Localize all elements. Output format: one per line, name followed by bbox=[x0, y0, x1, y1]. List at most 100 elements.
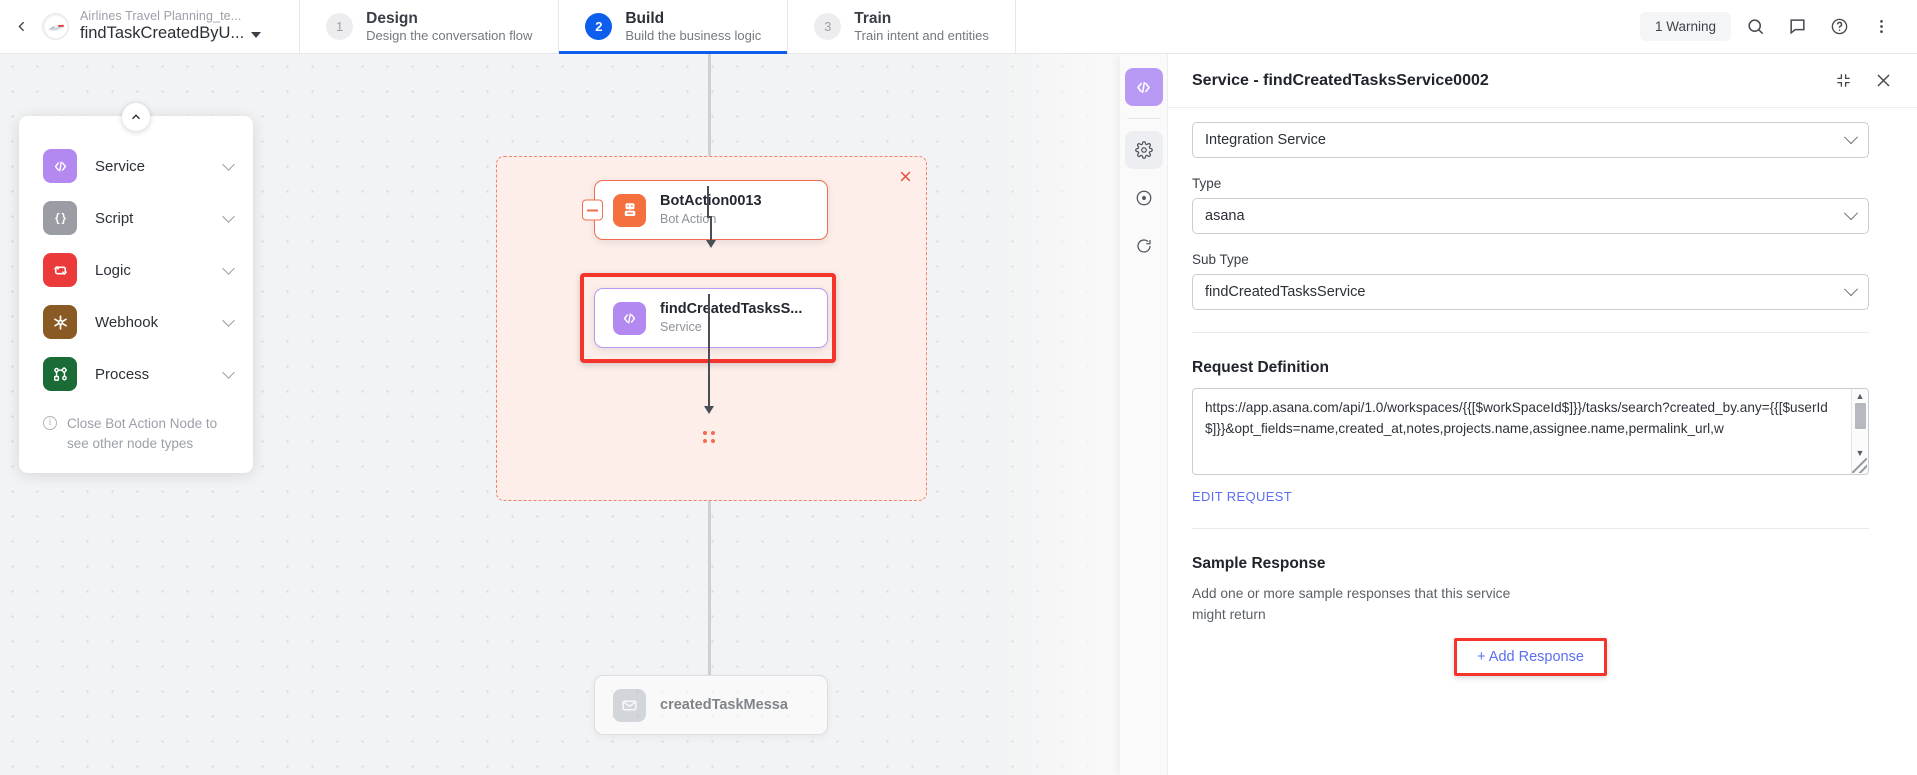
step-number: 3 bbox=[814, 13, 842, 40]
connector-incoming bbox=[708, 54, 711, 170]
sample-response-title: Sample Response bbox=[1192, 555, 1326, 572]
service-properties-panel: Service - findCreatedTasksService0002 In bbox=[1120, 54, 1917, 775]
chevron-down-icon[interactable] bbox=[251, 31, 262, 38]
target-icon bbox=[1136, 190, 1151, 206]
panel-header: Service - findCreatedTasksService0002 bbox=[1168, 54, 1917, 108]
resize-grip[interactable] bbox=[1852, 458, 1867, 473]
top-bar: Airlines Travel Planning_te... findTaskC… bbox=[0, 0, 1917, 54]
info-icon: i bbox=[43, 416, 57, 430]
gear-icon bbox=[1134, 141, 1153, 159]
close-icon bbox=[1876, 74, 1890, 87]
node-subtitle: Service bbox=[660, 320, 702, 335]
add-response-highlight: + Add Response bbox=[1454, 638, 1607, 677]
group-close-button[interactable] bbox=[894, 165, 916, 187]
search-icon bbox=[1747, 19, 1763, 35]
script-braces-icon bbox=[43, 201, 77, 235]
code-brackets-icon bbox=[54, 161, 66, 171]
tab-design[interactable]: 1 Design Design the conversation flow bbox=[299, 0, 558, 53]
search-button[interactable] bbox=[1737, 9, 1773, 45]
panel-close-button[interactable] bbox=[1871, 69, 1895, 93]
request-definition-title: Request Definition bbox=[1192, 359, 1329, 376]
back-button[interactable] bbox=[0, 0, 42, 53]
palette-item-label: Process bbox=[95, 365, 150, 383]
node-collapse-button[interactable] bbox=[582, 199, 603, 221]
palette-item-service[interactable]: Service bbox=[19, 140, 253, 192]
rail-refresh-tab[interactable] bbox=[1125, 227, 1163, 265]
sample-response-help: Add one or more sample responses that th… bbox=[1192, 586, 1511, 622]
request-url-value: https://app.asana.com/api/1.0/workspaces… bbox=[1205, 400, 1828, 436]
tab-train[interactable]: 3 Train Train intent and entities bbox=[787, 0, 1016, 53]
rail-divider bbox=[1126, 118, 1161, 119]
panel-collapse-button[interactable] bbox=[1831, 69, 1855, 93]
connector-1c bbox=[710, 216, 713, 244]
service-type-select[interactable]: Integration Service bbox=[1192, 122, 1869, 158]
message-icon bbox=[613, 688, 646, 722]
help-button[interactable] bbox=[1821, 9, 1857, 45]
palette-item-process[interactable]: Process bbox=[19, 348, 253, 400]
process-graph-icon bbox=[43, 357, 77, 391]
rail-settings-tab[interactable] bbox=[1124, 131, 1163, 169]
request-url-textarea[interactable]: https://app.asana.com/api/1.0/workspaces… bbox=[1192, 388, 1869, 475]
step-number: 2 bbox=[585, 13, 613, 40]
palette-note: i Close Bot Action Node to see other nod… bbox=[19, 400, 253, 455]
palette-item-script[interactable]: Script bbox=[19, 192, 253, 244]
refresh-icon bbox=[1136, 239, 1151, 253]
build-steps: 1 Design Design the conversation flow 2 … bbox=[299, 0, 1016, 54]
tab-build[interactable]: 2 Build Build the business logic bbox=[558, 0, 788, 54]
palette-item-webhook[interactable]: Webhook bbox=[19, 296, 253, 348]
node-graph-icon bbox=[53, 366, 67, 381]
flow-canvas[interactable]: BotAction0013 Bot Action findCreatedTask… bbox=[0, 54, 1120, 775]
add-response-button[interactable]: + Add Response bbox=[1457, 641, 1604, 674]
panel-title: Service - findCreatedTasksService0002 bbox=[1192, 71, 1489, 89]
service-code-icon bbox=[613, 301, 646, 335]
service-code-icon bbox=[43, 149, 77, 183]
subtype-label: Sub Type bbox=[1192, 252, 1249, 267]
edit-request-link[interactable]: EDIT REQUEST bbox=[1192, 489, 1293, 504]
type-select[interactable]: asana bbox=[1192, 198, 1869, 234]
more-vertical-icon bbox=[1879, 20, 1883, 33]
request-url-scrollbar[interactable]: ▲ ▼ bbox=[1851, 389, 1868, 474]
scrollbar-thumb[interactable] bbox=[1854, 403, 1866, 429]
top-bar-actions: 1 Warning bbox=[1639, 0, 1917, 53]
robot-icon bbox=[624, 203, 635, 216]
airplane-avatar-icon bbox=[44, 15, 67, 38]
type-value: asana bbox=[1205, 208, 1245, 224]
subtype-select[interactable]: findCreatedTasksService bbox=[1192, 274, 1869, 310]
connector-2-arrow bbox=[704, 406, 714, 414]
palette-item-label: Script bbox=[95, 209, 134, 227]
rail-target-tab[interactable] bbox=[1125, 179, 1163, 217]
rail-service-tab[interactable] bbox=[1124, 68, 1163, 106]
scroll-up-icon[interactable]: ▲ bbox=[1855, 391, 1865, 401]
chevron-down-icon[interactable] bbox=[222, 313, 235, 327]
braces-icon bbox=[54, 212, 66, 224]
step-title: Build bbox=[625, 9, 665, 27]
bot-name-row[interactable]: findTaskCreatedByU... bbox=[80, 24, 262, 43]
node-message[interactable]: createdTaskMessa bbox=[594, 675, 828, 735]
more-options-button[interactable] bbox=[1863, 9, 1899, 45]
chevron-down-icon[interactable] bbox=[222, 209, 235, 223]
connector-2 bbox=[708, 294, 711, 410]
step-desc: Train intent and entities bbox=[854, 28, 989, 44]
node-title: BotAction0013 bbox=[660, 193, 762, 210]
node-collapsed-dots[interactable] bbox=[701, 429, 719, 447]
chevron-down-icon[interactable] bbox=[222, 261, 235, 275]
section-divider-1 bbox=[1192, 332, 1869, 333]
help-icon bbox=[1831, 18, 1847, 35]
chat-button[interactable] bbox=[1779, 9, 1815, 45]
chevron-down-icon[interactable] bbox=[222, 157, 235, 171]
panel-rail bbox=[1120, 54, 1168, 775]
chat-icon bbox=[1789, 19, 1805, 35]
palette-collapse-button[interactable] bbox=[122, 103, 150, 131]
chevron-down-icon[interactable] bbox=[222, 365, 235, 379]
palette-item-logic[interactable]: Logic bbox=[19, 244, 253, 296]
panel-body: Service - findCreatedTasksService0002 In bbox=[1168, 54, 1917, 775]
node-title: createdTaskMessa bbox=[660, 696, 788, 713]
chevron-up-icon bbox=[132, 114, 140, 120]
bot-identity[interactable]: Airlines Travel Planning_te... findTaskC… bbox=[42, 0, 275, 53]
chevron-left-icon bbox=[17, 21, 24, 32]
node-service[interactable]: findCreatedTasksS... Service bbox=[594, 288, 828, 348]
chevron-down-icon bbox=[1843, 206, 1859, 221]
warning-badge[interactable]: 1 Warning bbox=[1639, 12, 1731, 41]
scroll-down-icon[interactable]: ▼ bbox=[1855, 448, 1865, 458]
close-icon bbox=[900, 171, 910, 181]
